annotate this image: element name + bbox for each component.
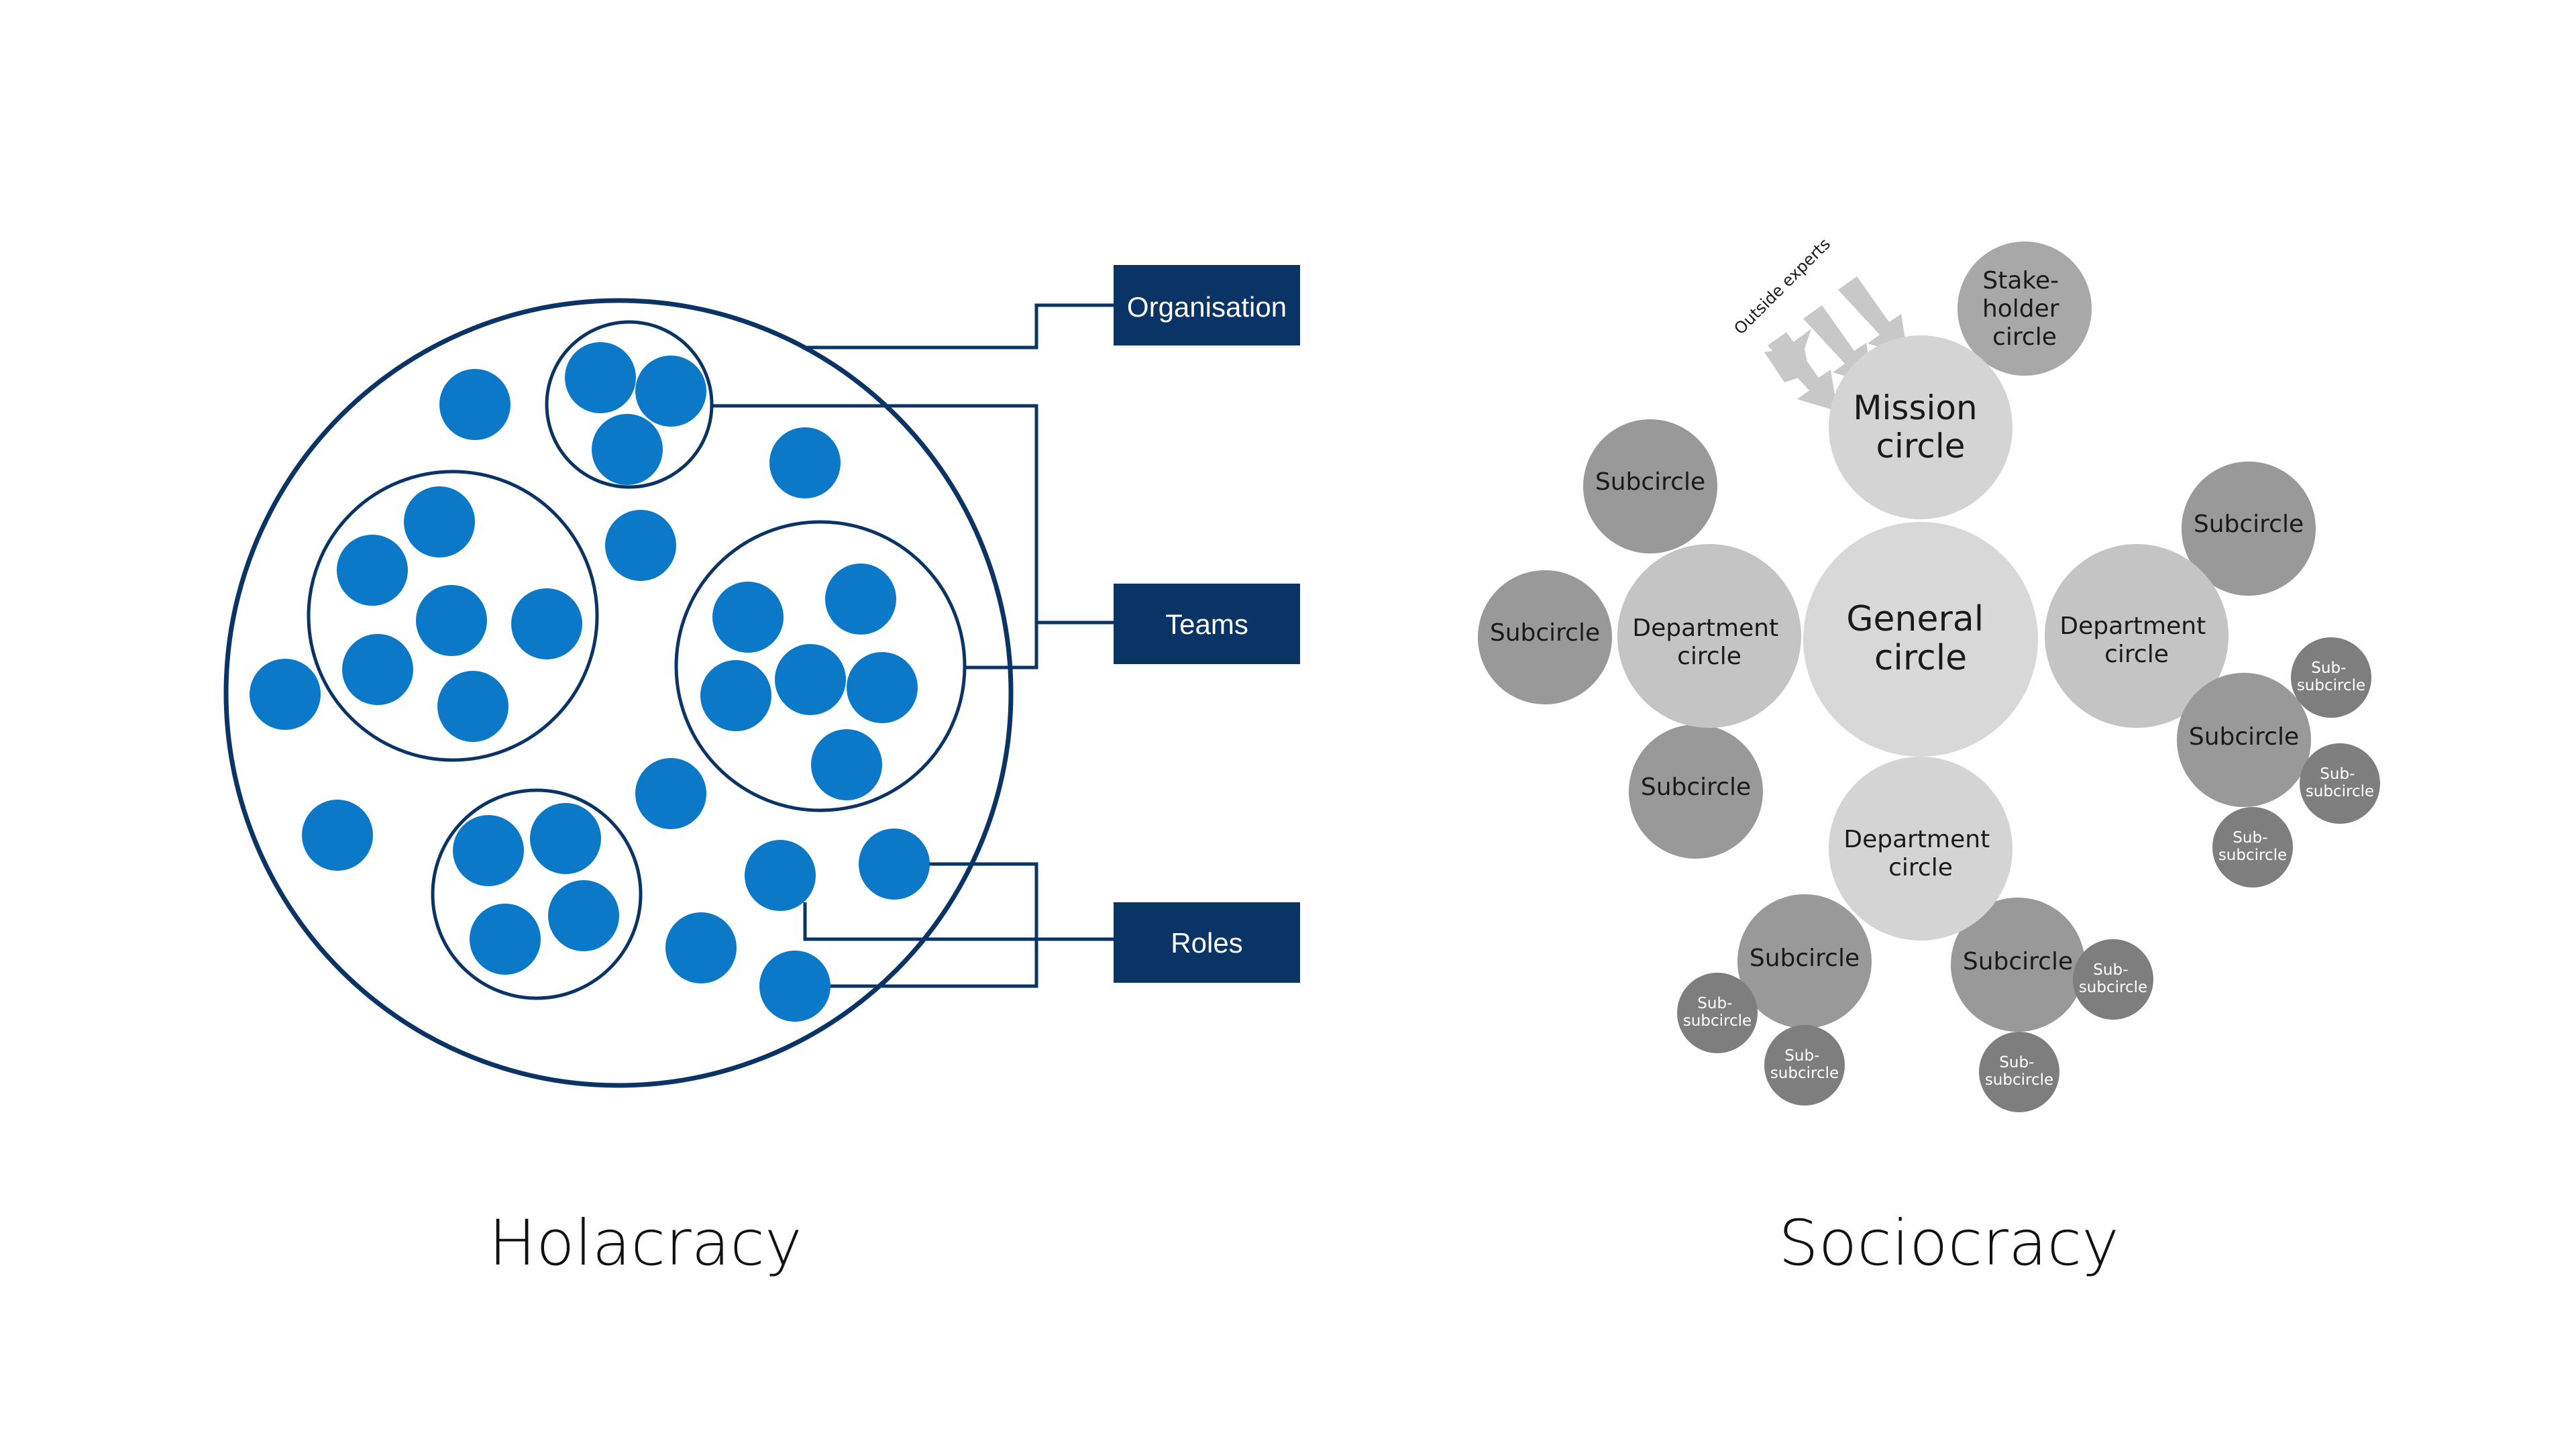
sociocracy-caption: Sociocracy — [1778, 1207, 2119, 1280]
legend-organisation: Organisation — [1114, 265, 1300, 345]
arrow-icon — [1768, 332, 1837, 411]
svg-text:Sub- subcircle: Sub- subcircle — [2079, 961, 2147, 996]
role-dot — [825, 564, 896, 635]
role-dot — [548, 880, 619, 951]
role-dot — [635, 758, 706, 829]
team-circle — [431, 788, 643, 1000]
subcircle-label: Subcircle — [1595, 468, 1705, 496]
arrow-icon — [1838, 276, 1908, 356]
svg-text:Sub- subcircle: Sub- subcircle — [1683, 995, 1752, 1030]
svg-text:Sub- subcircle: Sub- subcircle — [2306, 765, 2374, 800]
department-circle-right — [2045, 544, 2229, 728]
role-dot — [775, 644, 846, 715]
legend-organisation-label: Organisation — [1127, 291, 1287, 323]
department-label: Department circle — [1632, 614, 1786, 670]
role-dot — [342, 634, 413, 705]
teams-connector — [711, 404, 1038, 669]
legend-roles: Roles — [1114, 902, 1300, 983]
organisation-connector — [802, 303, 1114, 350]
role-dot — [530, 803, 601, 874]
subcircle-label: Subcircle — [2189, 723, 2299, 751]
stakeholder-label: Stake- holder circle — [1982, 267, 2067, 351]
role-dot — [811, 729, 882, 800]
role-dot — [712, 582, 784, 653]
holacracy-diagram: Organisation Teams Roles Holacracy — [223, 265, 1300, 1280]
sub-subcircle: Sub- subcircle — [2300, 743, 2380, 824]
role-dot — [759, 951, 830, 1022]
role-dot — [302, 800, 373, 871]
role-dot — [565, 342, 636, 413]
subcircle-label: Subcircle — [1641, 773, 1751, 801]
role-dot — [453, 815, 524, 886]
general-circle — [1803, 522, 2038, 757]
svg-text:Sub- subcircle: Sub- subcircle — [1770, 1047, 1839, 1082]
role-dot — [337, 535, 408, 606]
subcircle — [1737, 894, 1872, 1028]
mission-circle — [1829, 335, 2012, 519]
role-dot — [404, 486, 475, 557]
subcircle — [1629, 724, 1763, 859]
department-label: Department circle — [1843, 826, 1997, 881]
sub-subcircle: Sub- subcircle — [2212, 807, 2293, 888]
department-circle-left — [1617, 544, 1801, 728]
holacracy-caption: Holacracy — [488, 1207, 802, 1280]
role-dot — [859, 828, 930, 900]
subcircle-label: Subcircle — [1750, 945, 1860, 972]
role-dot — [470, 904, 541, 975]
svg-text:Sub- subcircle: Sub- subcircle — [2218, 829, 2287, 864]
roles-connector — [803, 902, 1114, 941]
department-label: Department circle — [2059, 612, 2213, 668]
role-dot — [745, 840, 816, 911]
role-dot — [437, 671, 508, 742]
subcircle-label: Subcircle — [1490, 619, 1600, 647]
subcircle-label: Subcircle — [1963, 948, 2073, 975]
stakeholder-circle — [1957, 241, 2092, 376]
sub-subcircle: Sub- subcircle — [1677, 973, 1758, 1053]
role-dot — [439, 369, 511, 440]
subcircle-label: Subcircle — [2194, 511, 2304, 538]
department-circle-bottom — [1829, 757, 2012, 941]
role-dot — [592, 414, 663, 485]
sub-subcircle: Sub- subcircle — [1764, 1025, 1845, 1106]
role-dot — [635, 356, 706, 427]
sub-subcircle: Sub- subcircle — [2291, 637, 2371, 718]
legend-teams-label: Teams — [1165, 608, 1248, 640]
role-dot — [511, 588, 582, 659]
role-dot — [665, 912, 737, 983]
sociocracy-diagram: Outside experts Stake- holder circle Mis… — [1478, 235, 2380, 1280]
role-dot — [700, 660, 771, 731]
subcircle — [1478, 570, 1612, 704]
legend-roles-label: Roles — [1171, 927, 1242, 959]
subcircle — [2182, 462, 2316, 596]
role-dot — [416, 585, 487, 656]
mission-label: Mission circle — [1853, 388, 1988, 466]
role-dot — [769, 427, 841, 498]
svg-text:Sub- subcircle: Sub- subcircle — [2297, 659, 2365, 694]
sub-subcircle: Sub- subcircle — [2073, 939, 2153, 1020]
role-dot — [250, 659, 321, 730]
subcircle — [1583, 419, 1717, 553]
team-circle — [307, 470, 599, 762]
sub-subcircle: Sub- subcircle — [1979, 1032, 2059, 1112]
general-label: General circle — [1846, 599, 1994, 678]
legend-teams: Teams — [1114, 584, 1300, 664]
role-dot — [847, 652, 918, 723]
roles-connector — [830, 862, 1038, 988]
organisation-circle — [223, 298, 1014, 1088]
role-dot — [605, 510, 676, 581]
subcircle — [2177, 673, 2311, 807]
svg-text:Sub- subcircle: Sub- subcircle — [1985, 1054, 2053, 1089]
subcircle — [1951, 898, 2085, 1032]
